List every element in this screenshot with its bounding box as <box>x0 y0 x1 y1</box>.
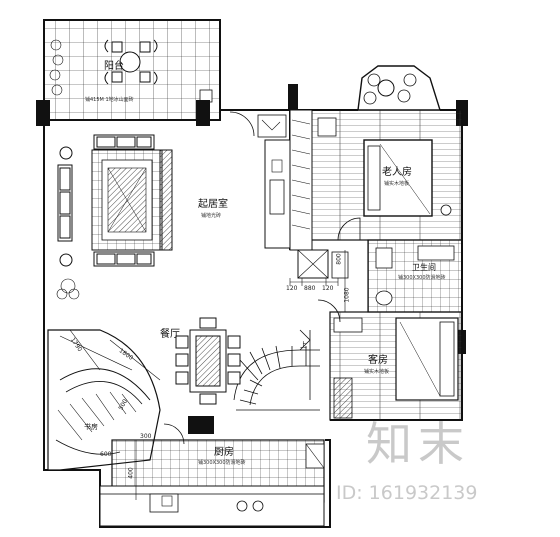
guest-room-label: 客房 <box>368 355 388 366</box>
kitchen-note: 铺300X300防滑地砖 <box>198 460 246 466</box>
balcony-plants <box>49 39 64 96</box>
dim-400: 400 <box>127 467 135 479</box>
elder-bedroom-note: 铺实木地板 <box>384 181 410 187</box>
elder-bedroom-label: 老人房 <box>382 167 412 178</box>
living-room <box>56 114 291 300</box>
dining-label: 餐厅 <box>160 329 180 340</box>
dim-1080: 1080 <box>343 287 351 303</box>
kitchen-label: 厨房 <box>214 447 234 458</box>
living-room-note: 铺地光砖 <box>201 213 222 219</box>
dimension-lines <box>69 250 346 500</box>
staircase <box>233 329 320 411</box>
balcony <box>43 19 221 121</box>
study-label: 书房 <box>84 423 98 431</box>
bathroom-label: 卫生间 <box>412 263 436 272</box>
balcony-note: 铺415M 1地冰山面砖 <box>85 97 134 103</box>
kitchen <box>99 439 325 527</box>
dim-300: 300 <box>140 433 152 440</box>
bathroom-note: 铺300X300防滑地砖 <box>398 275 446 281</box>
dim-120-b: 120 <box>322 285 334 292</box>
dim-120-a: 120 <box>286 285 298 292</box>
watermark-id: ID: 161932139 <box>336 482 478 504</box>
elder-bedroom <box>289 65 463 251</box>
balcony-label: 阳台 <box>104 61 124 72</box>
dining-set <box>175 317 241 405</box>
doors <box>163 111 341 445</box>
guest-room <box>329 311 463 421</box>
living-room-label: 起居室 <box>198 199 228 210</box>
stair-up-label: 上 <box>300 341 307 349</box>
bathroom <box>297 239 463 313</box>
dim-880: 880 <box>304 285 316 292</box>
guest-room-note: 铺实木地板 <box>364 369 390 375</box>
balcony-table-set <box>104 39 158 85</box>
dim-800: 800 <box>335 253 343 265</box>
watermark-brand: 知末 <box>366 417 470 471</box>
sofa-set <box>57 134 173 267</box>
living-plant <box>56 278 80 300</box>
dim-600: 600 <box>100 451 112 458</box>
